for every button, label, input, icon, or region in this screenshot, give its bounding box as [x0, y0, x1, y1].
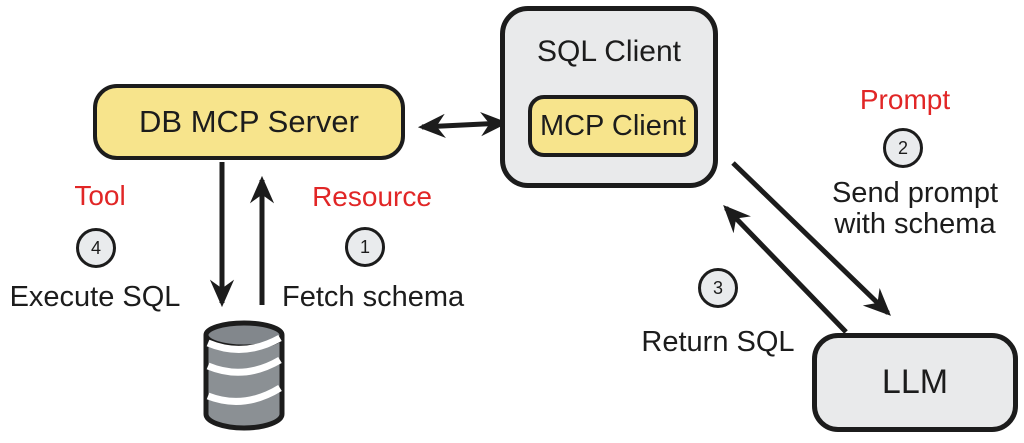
llm-node: LLM — [812, 333, 1018, 432]
sql-client-label: SQL Client — [537, 35, 681, 68]
fetch-schema-caption: Fetch schema — [282, 281, 465, 313]
step-4-badge: 4 — [76, 228, 116, 268]
step-3-number: 3 — [712, 277, 723, 298]
database-cylinder-icon — [203, 320, 285, 431]
return-sql-arrow — [723, 205, 848, 334]
execute-sql-caption: Execute SQL — [9, 281, 181, 313]
db-mcp-server-label: DB MCP Server — [139, 104, 359, 139]
step-1-badge: 1 — [345, 227, 385, 267]
mcp-client-label: MCP Client — [539, 109, 687, 142]
mcp-client-node: MCP Client — [528, 95, 698, 157]
step-2-number: 2 — [897, 137, 908, 158]
send-prompt-caption-line2: with schema — [834, 208, 996, 240]
llm-label: LLM — [881, 363, 949, 401]
return-sql-caption: Return SQL — [641, 326, 795, 358]
step-2-badge: 2 — [883, 128, 923, 168]
prompt-label: Prompt — [859, 84, 951, 115]
step-4-number: 4 — [90, 237, 101, 258]
send-prompt-caption-line1: Send prompt — [831, 177, 999, 209]
send-prompt-caption: Send prompt with schema — [825, 178, 1005, 240]
db-mcp-server-node: DB MCP Server — [93, 84, 405, 160]
mcp-bidirectional-arrow — [417, 112, 509, 138]
send-prompt-arrow — [731, 161, 891, 316]
tool-label: Tool — [74, 180, 126, 211]
step-1-number: 1 — [359, 236, 370, 257]
resource-label: Resource — [312, 181, 432, 212]
step-3-badge: 3 — [698, 268, 738, 308]
